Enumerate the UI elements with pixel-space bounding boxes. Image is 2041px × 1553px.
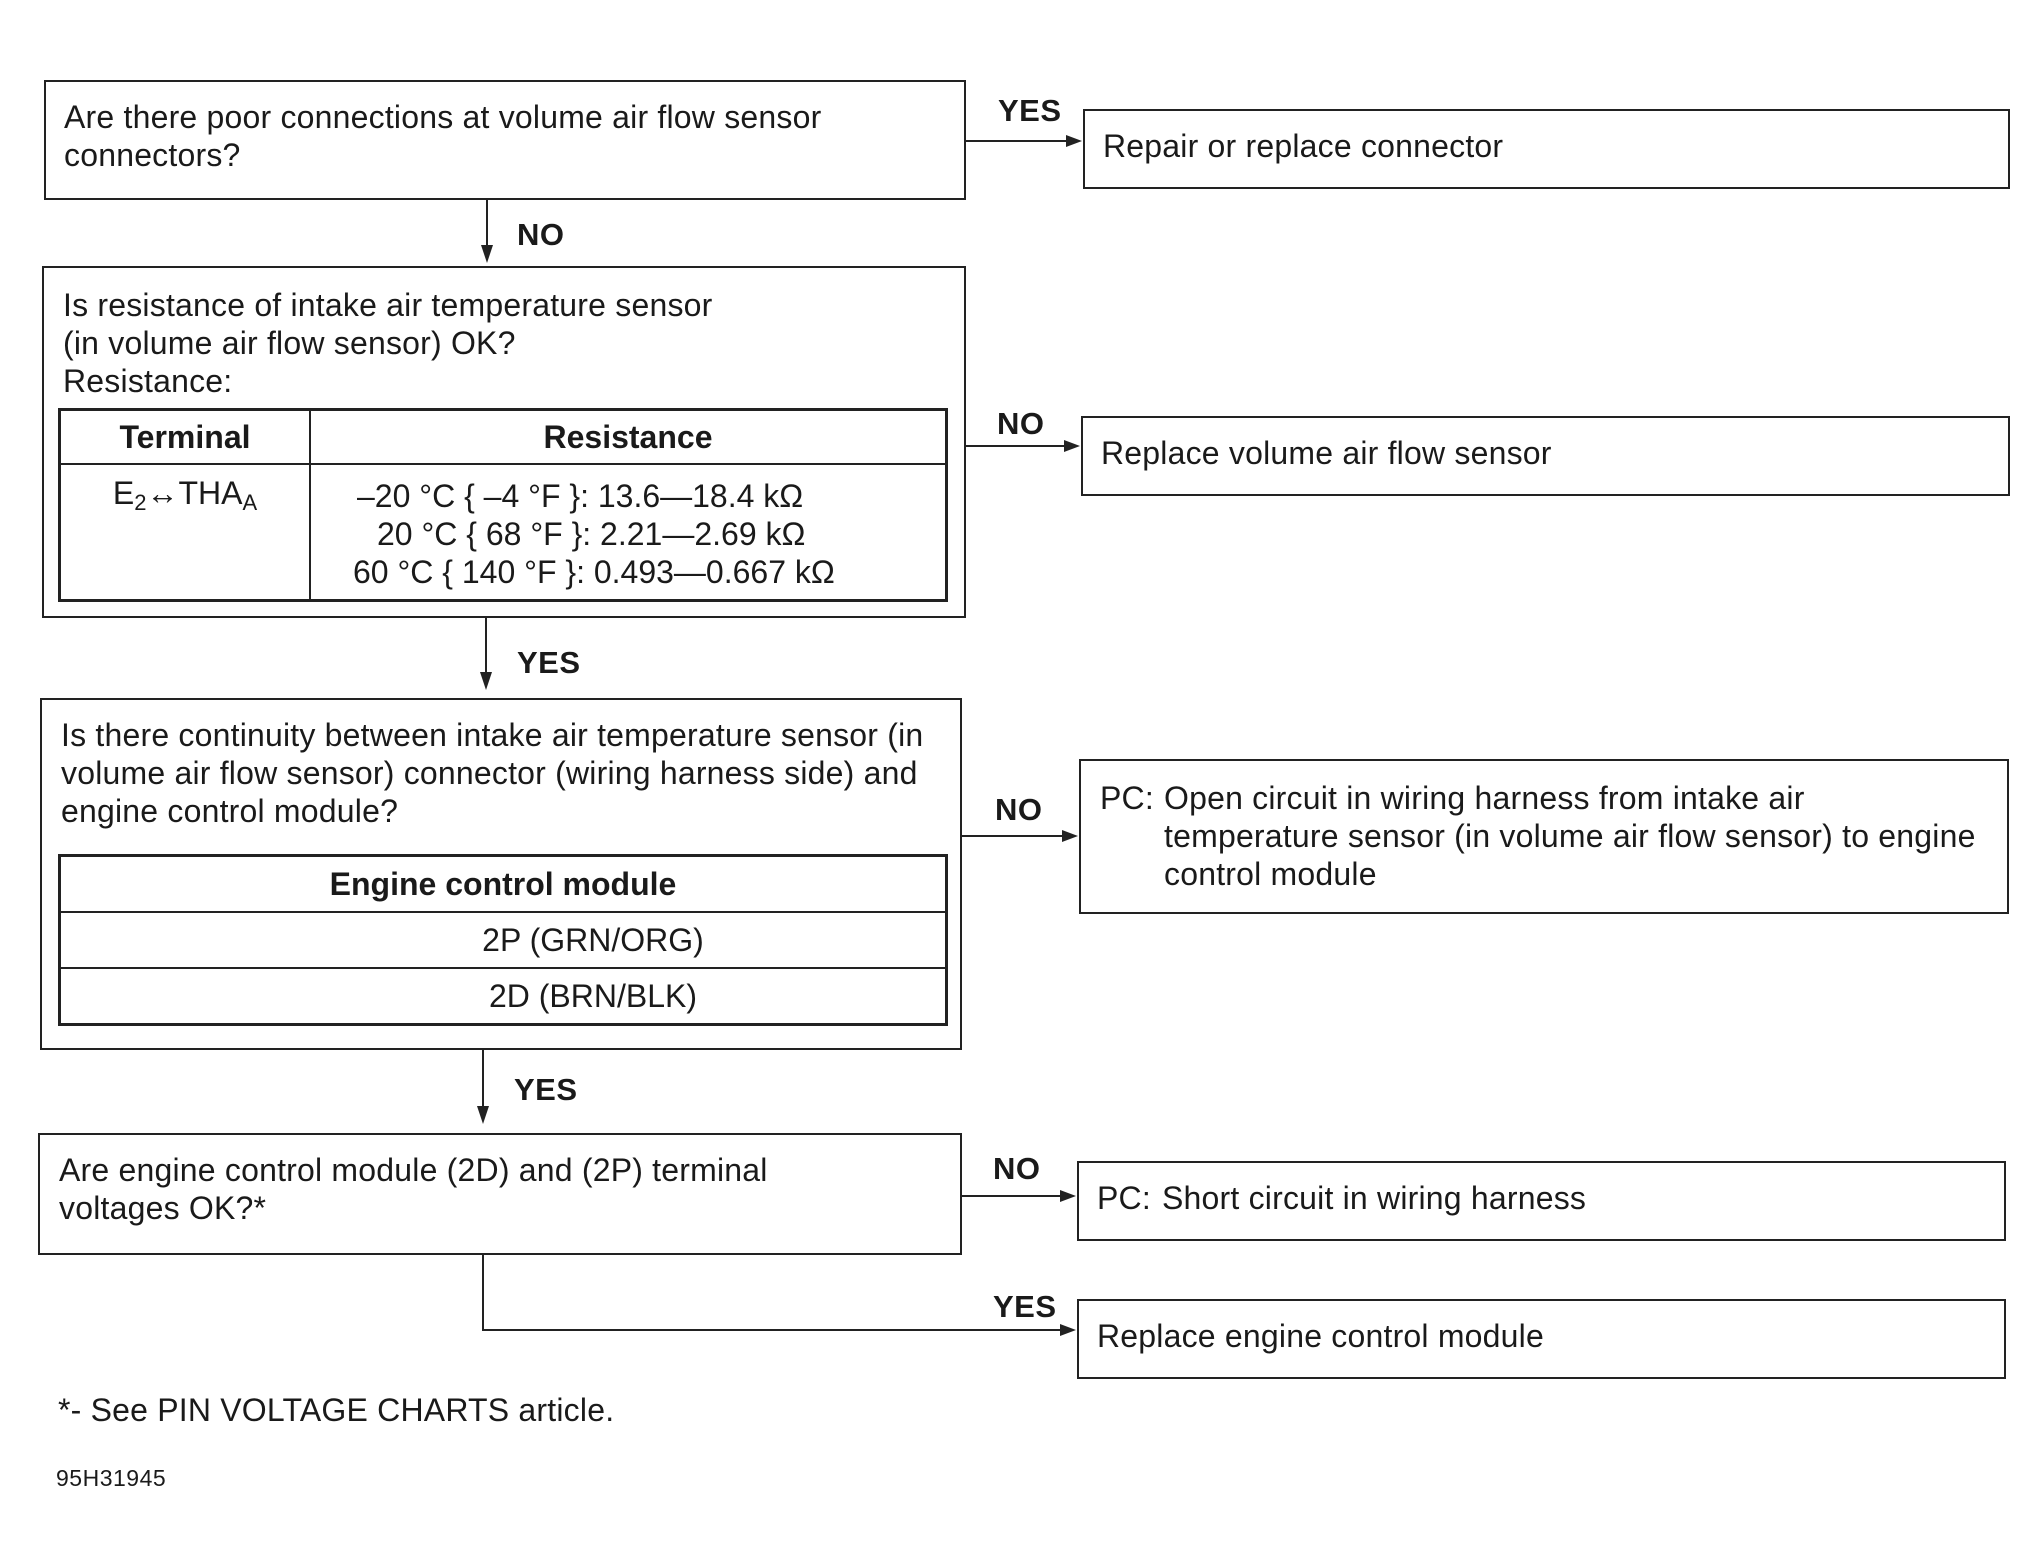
question-box-terminal-voltages: Are engine control module (2D) and (2P) … [38, 1133, 962, 1255]
action-box-replace-vaf-sensor: Replace volume air flow sensor [1081, 416, 2010, 496]
ecm-terminal-table: Engine control module 2P (GRN/ORG) 2D (B… [58, 854, 948, 1026]
pc-prefix: PC: [1097, 1180, 1151, 1216]
action-box-open-circuit: PC: Open circuit in wiring harness from … [1079, 759, 2009, 914]
ecm-table-header: Engine control module [58, 854, 948, 913]
resistance-row: 20 °C { 68 °F }: 2.21—2.69 kΩ [377, 516, 806, 552]
yes-label-q3: YES [514, 1072, 578, 1107]
terminal-to-sub: A [242, 490, 258, 515]
resistance-header: Resistance [309, 408, 948, 465]
yes-label-q1: YES [998, 93, 1062, 128]
no-label-q3: NO [995, 792, 1043, 827]
question-text: Are there poor connections at volume air… [64, 99, 822, 173]
action-box-short-circuit: PC: Short circuit in wiring harness [1077, 1161, 2006, 1241]
action-box-repair-connector: Repair or replace connector [1083, 109, 2010, 189]
footnote: *- See PIN VOLTAGE CHARTS article. [58, 1392, 615, 1428]
terminal-from-sub: 2 [134, 490, 147, 515]
no-label-q2: NO [997, 406, 1045, 441]
question-text: Are engine control module (2D) and (2P) … [59, 1152, 768, 1226]
yes-label-q2: YES [517, 645, 581, 680]
ecm-terminal-row: 2D (BRN/BLK) [58, 967, 948, 1026]
no-label-q4: NO [993, 1151, 1041, 1186]
resistance-row: –20 °C { –4 °F }: 13.6—18.4 kΩ [357, 478, 804, 514]
question-box-continuity: Is there continuity between intake air t… [40, 698, 962, 1050]
action-text: Short circuit in wiring harness [1162, 1180, 1587, 1216]
terminal-to: THA [178, 475, 243, 511]
question-box-iat-resistance: Is resistance of intake air temperature … [42, 266, 966, 618]
no-label-q1: NO [517, 217, 565, 252]
terminal-header: Terminal [58, 408, 311, 465]
terminal-arrow: ↔ [146, 475, 179, 511]
action-text: Replace volume air flow sensor [1101, 435, 1552, 471]
question-box-poor-connections: Are there poor connections at volume air… [44, 80, 966, 200]
action-text: Repair or replace connector [1103, 128, 1504, 164]
terminal-cell: E2↔THAA [58, 463, 311, 602]
resistance-table: Terminal Resistance E2↔THAA –20 °C { –4 … [58, 408, 948, 602]
action-box-replace-ecm: Replace engine control module [1077, 1299, 2006, 1379]
question-line-1: Is resistance of intake air temperature … [63, 287, 713, 323]
action-text: Open circuit in wiring harness from inta… [1164, 780, 1976, 892]
ecm-terminal-row: 2P (GRN/ORG) [58, 911, 948, 969]
pc-prefix: PC: [1100, 780, 1154, 816]
question-text: Is there continuity between intake air t… [61, 717, 924, 829]
resistance-values-cell: –20 °C { –4 °F }: 13.6—18.4 kΩ 20 °C { 6… [309, 463, 948, 602]
figure-id: 95H31945 [56, 1465, 167, 1491]
resistance-row: 60 °C { 140 °F }: 0.493—0.667 kΩ [353, 554, 835, 590]
yes-label-q4: YES [993, 1289, 1057, 1324]
terminal-from: E [112, 475, 135, 511]
question-line-2: (in volume air flow sensor) OK? [63, 325, 516, 361]
question-line-3: Resistance: [63, 363, 233, 399]
action-text: Replace engine control module [1097, 1318, 1544, 1354]
